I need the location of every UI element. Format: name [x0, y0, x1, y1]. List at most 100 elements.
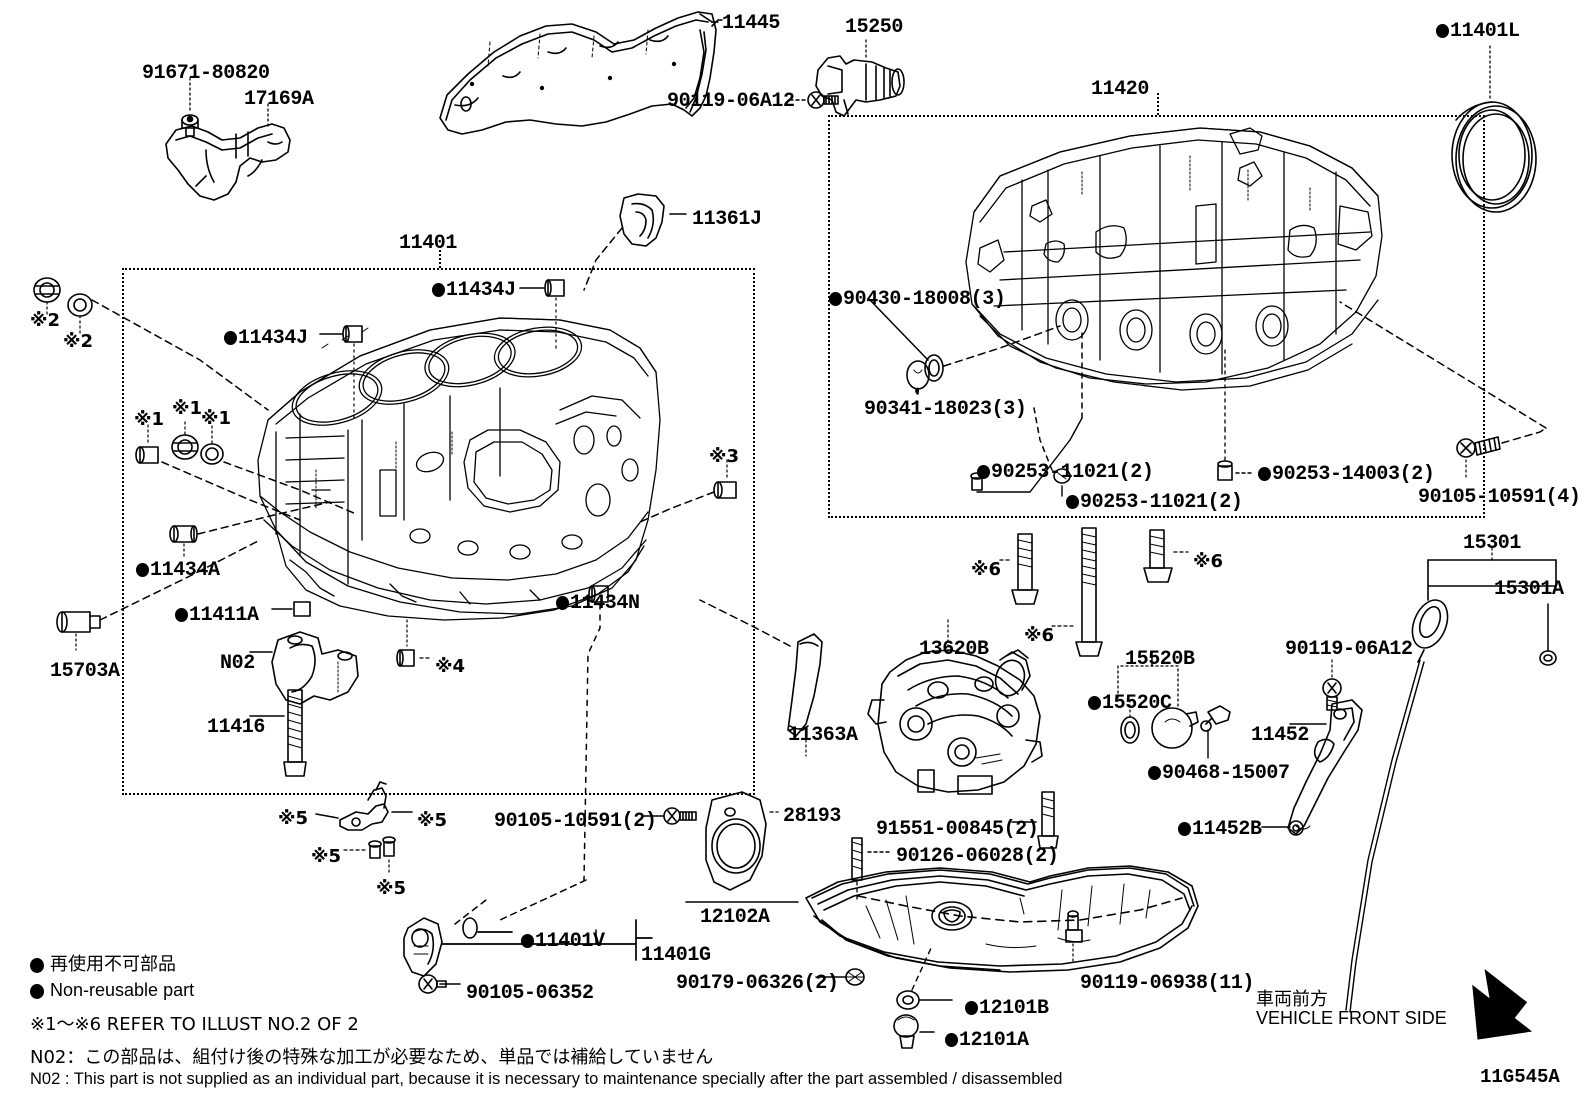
part-11361J: 11361J — [692, 208, 762, 231]
part-12102A-text: 12102A — [700, 906, 770, 929]
part-art-11401V — [462, 917, 478, 939]
part-11434A: 11434A — [136, 559, 220, 582]
nonreusable-dot-icon — [965, 1001, 978, 1015]
part-art-90179-06326 — [845, 968, 865, 986]
part-90126-06028: 90126-06028(2) — [896, 845, 1059, 868]
legend-n02-jp: N02：この部品は、組付け後の特殊な加工が必要なため、単品では補給していません — [30, 1047, 714, 1068]
group-11420-label: 11420 — [1091, 78, 1149, 101]
part-15520C-text: 15520C — [1102, 692, 1172, 715]
part-90105-10591-2: 90105-10591(2) — [494, 810, 657, 833]
part-90105-06352-text: 90105-06352 — [466, 982, 594, 1005]
part-11401G-text: 11401G — [641, 944, 711, 967]
nonreusable-dot-icon — [977, 465, 990, 479]
part-90119-06938: 90119-06938(11) — [1080, 972, 1254, 995]
nonreusable-dot-icon — [521, 934, 534, 948]
part-90253-11021-a-text: 90253-11021(2) — [991, 461, 1154, 484]
part-11445-text: 11445 — [722, 12, 781, 35]
part-11434A-text: 11434A — [150, 559, 220, 582]
part-11411A: 11411A — [175, 604, 259, 627]
part-art-star6-c — [1143, 529, 1173, 583]
part-art-12101A — [893, 1014, 919, 1049]
part-art-star2-b — [67, 293, 93, 317]
part-N02: N02 — [220, 652, 255, 675]
star-1-b: ※1 — [172, 398, 203, 419]
star-4: ※4 — [435, 656, 466, 677]
part-15301A-text: 15301A — [1494, 578, 1564, 601]
part-art-11452B — [1288, 820, 1304, 836]
part-90253-11021-b: 90253-11021(2) — [1066, 491, 1243, 514]
part-11452B: 11452B — [1178, 818, 1262, 841]
part-art-15250 — [815, 55, 905, 117]
part-11434N-text: 11434N — [570, 592, 640, 615]
part-90119-06A12-top: 90119-06A12 — [667, 90, 795, 113]
part-11361J-text: 11361J — [692, 208, 762, 231]
part-11401L: 11401L — [1436, 20, 1520, 43]
front-side-label-en: VEHICLE FRONT SIDE — [1256, 1008, 1447, 1028]
part-art-11445 — [439, 11, 723, 135]
nonreusable-dot-icon — [1066, 495, 1079, 509]
part-11363A: 11363A — [788, 724, 858, 747]
part-15703A-text: 15703A — [50, 660, 120, 683]
part-art-90105-06352 — [418, 974, 447, 994]
part-11401V-text: 11401V — [535, 930, 605, 953]
part-art-star6-a — [1011, 533, 1039, 605]
part-15520B-text: 15520B — [1125, 648, 1195, 671]
part-12102A: 12102A — [700, 906, 770, 929]
part-N02-text: N02 — [220, 652, 255, 675]
part-90253-11021-a: 90253-11021(2) — [977, 461, 1154, 484]
part-art-15703A — [56, 611, 101, 633]
part-13620B: 13620B — [919, 638, 989, 661]
star-5-d: ※5 — [376, 878, 407, 899]
group-leader-11420 — [1156, 93, 1159, 115]
part-15520C: 15520C — [1088, 692, 1172, 715]
part-90105-10591-2-text: 90105-10591(2) — [494, 810, 657, 833]
part-11452B-text: 11452B — [1192, 818, 1262, 841]
part-art-12102A-oil-pan — [805, 865, 1199, 973]
part-11452: 11452 — [1251, 724, 1309, 747]
nonreusable-dot-icon — [1148, 766, 1161, 780]
part-11434J-left-text: 11434J — [238, 327, 308, 350]
part-90126-06028-text: 90126-06028(2) — [896, 845, 1059, 868]
part-11363A-text: 11363A — [788, 724, 858, 747]
star-1-a: ※1 — [134, 409, 165, 430]
part-90105-10591-4: 90105-10591(4) — [1418, 486, 1581, 509]
group-11420-label-text: 11420 — [1091, 78, 1150, 101]
part-11411A-text: 11411A — [189, 604, 259, 627]
star-6-c: ※6 — [1024, 625, 1055, 646]
group-11401-label-text: 11401 — [399, 232, 458, 255]
nonreusable-dot-icon — [224, 331, 237, 345]
nonreusable-dot-icon — [175, 608, 188, 622]
filled-circle-icon — [30, 958, 44, 973]
legend-nonreusable-jp: 再使用不可部品 — [30, 950, 176, 976]
part-90468-15007: 90468-15007 — [1148, 762, 1290, 785]
part-art-11361J — [619, 193, 665, 247]
part-15250-text: 15250 — [845, 16, 904, 39]
star-5-b: ※5 — [417, 810, 448, 831]
part-90179-06326-text: 90179-06326(2) — [676, 972, 839, 995]
part-90341-18023: 90341-18023(3) — [864, 398, 1027, 421]
star-2-b: ※2 — [63, 331, 94, 352]
part-90468-15007-text: 90468-15007 — [1162, 762, 1290, 785]
part-art-90468-15007 — [1200, 705, 1231, 732]
part-art-star2-a — [33, 277, 61, 303]
group-leader-11401 — [438, 246, 441, 268]
part-13620B-text: 13620B — [919, 638, 989, 661]
legend-nonreusable-en: Non-reusable part — [30, 980, 194, 1001]
part-11445: 11445 — [722, 12, 780, 35]
part-art-11401G-bracket — [403, 917, 443, 977]
part-90119-06938-text: 90119-06938(11) — [1080, 972, 1255, 995]
group-frame-11401 — [122, 268, 755, 795]
part-91551-00845-text: 91551-00845(2) — [876, 818, 1039, 841]
part-11434N: 11434N — [556, 592, 640, 615]
part-91671-80820-text: 91671-80820 — [142, 62, 270, 85]
part-11416-text: 11416 — [207, 716, 266, 739]
part-91671-80820: 91671-80820 — [142, 62, 270, 85]
part-90430-18008-text: 90430-18008(3) — [843, 288, 1006, 311]
part-90119-06A12-r: 90119-06A12 — [1285, 638, 1413, 661]
part-15301: 15301 — [1463, 532, 1521, 555]
part-90119-06A12-top-text: 90119-06A12 — [667, 90, 795, 113]
part-art-91671-80820 — [181, 114, 199, 137]
diagram-code: 11G545A — [1480, 1066, 1560, 1088]
part-15301-text: 15301 — [1463, 532, 1522, 555]
part-art-90119-06938 — [1065, 910, 1083, 943]
